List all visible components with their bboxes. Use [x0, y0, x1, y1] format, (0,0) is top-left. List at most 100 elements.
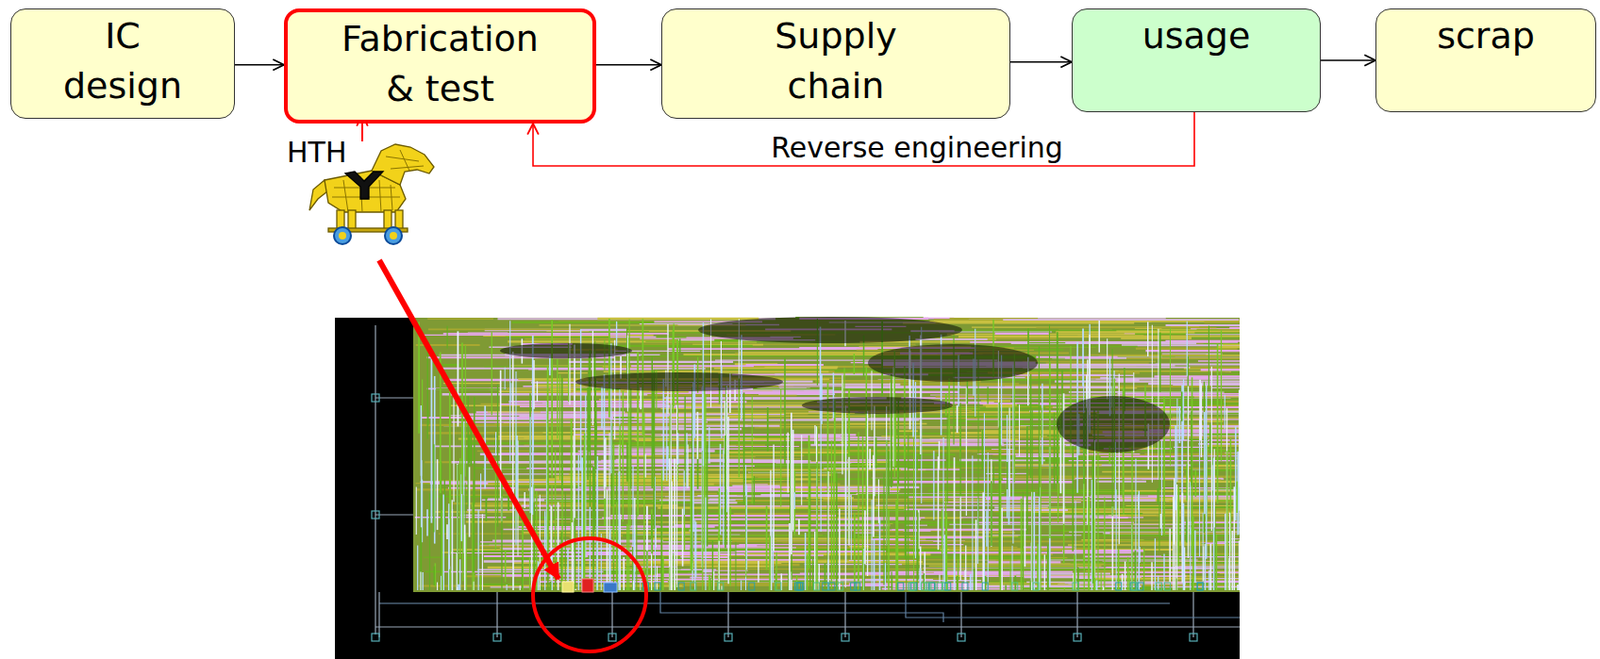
- layout-wire: [768, 535, 771, 591]
- std-cell: [962, 583, 968, 591]
- std-cell: [690, 583, 697, 591]
- layout-wire: [630, 388, 632, 489]
- layout-wire: [1041, 408, 1043, 438]
- layout-wire: [933, 450, 934, 520]
- layout-wire: [716, 568, 984, 570]
- layout-wire: [937, 456, 940, 550]
- layout-wire: [717, 540, 966, 542]
- layout-wire: [1236, 584, 1239, 591]
- layout-wire: [1060, 428, 1063, 494]
- pointer-arrow: [379, 260, 559, 580]
- layout-wire: [757, 561, 759, 584]
- layout-wire: [600, 386, 603, 430]
- io-pad: [1073, 633, 1082, 642]
- layout-wire: [849, 560, 917, 562]
- layout-wire: [533, 360, 534, 410]
- layout-wire: [966, 381, 968, 405]
- std-cell: [1197, 583, 1203, 591]
- layout-wire: [589, 507, 591, 591]
- layout-wire: [1041, 383, 1043, 466]
- io-pad: [841, 633, 850, 642]
- layout-wire: [982, 492, 984, 591]
- layout-wire: [879, 517, 882, 591]
- layout-wire: [581, 457, 584, 591]
- layout-wire: [1030, 374, 1032, 479]
- layout-wire: [990, 534, 1082, 536]
- layout-wire: [1175, 578, 1177, 591]
- horse-wheel-hub: [338, 232, 347, 240]
- layout-wire: [975, 519, 978, 591]
- layout-wire: [853, 353, 855, 375]
- layout-wire: [483, 366, 603, 367]
- layout-wire: [1004, 584, 1006, 591]
- layout-wire: [947, 416, 949, 504]
- layout-wire: [744, 553, 932, 556]
- layout-wire: [841, 375, 843, 475]
- layout-wire: [679, 338, 682, 353]
- layout-wire: [1216, 534, 1217, 591]
- layout-wire: [450, 479, 451, 556]
- io-pads: [371, 394, 1198, 642]
- layout-wire: [682, 509, 684, 567]
- layout-wire: [995, 333, 1050, 335]
- layout-wire: [808, 435, 811, 569]
- std-cell: [908, 583, 915, 591]
- layout-wire: [717, 532, 719, 591]
- layout-wire: [947, 333, 1145, 336]
- layout-wire: [916, 456, 917, 472]
- std-cell: [929, 583, 935, 591]
- layout-wire: [868, 449, 871, 470]
- layout-wire: [1192, 516, 1195, 591]
- layout-wire: [976, 532, 1016, 534]
- io-pad: [371, 511, 380, 519]
- layout-wire: [1057, 583, 1240, 584]
- layout-wire: [720, 585, 722, 591]
- std-cell: [925, 583, 932, 591]
- std-cell: [898, 583, 904, 591]
- layout-wire: [574, 589, 577, 591]
- layout-wire: [953, 457, 956, 591]
- layout-wire: [660, 506, 663, 591]
- layout-wire: [1159, 333, 1162, 393]
- stage-label: IC design: [51, 9, 194, 112]
- layout-wire: [701, 450, 703, 591]
- layout-wire: [646, 506, 649, 591]
- layout-wire: [990, 459, 992, 548]
- layout-wire: [893, 481, 1074, 484]
- layout-wire: [556, 359, 558, 439]
- layout-wire: [722, 425, 780, 428]
- layout-wire: [1002, 318, 1239, 321]
- layout-wire: [449, 569, 451, 591]
- layout-wire: [1049, 361, 1050, 539]
- layout-wire: [485, 498, 488, 522]
- io-wire: [379, 602, 1170, 604]
- layout-wire: [1012, 365, 1014, 545]
- layout-wire: [645, 453, 647, 478]
- layout-wire: [1049, 529, 1240, 532]
- layout-wire: [864, 511, 867, 566]
- dense-region: [500, 343, 633, 359]
- layout-wire: [1173, 478, 1175, 545]
- layout-wire: [1194, 530, 1197, 584]
- layout-wire: [806, 497, 854, 500]
- layout-wire: [1176, 399, 1178, 484]
- layout-wire: [953, 523, 955, 591]
- layout-wire: [646, 561, 923, 564]
- trojan-label: HTH: [286, 136, 347, 169]
- layout-wire: [941, 509, 944, 555]
- layout-wire: [661, 470, 663, 591]
- layout-wire: [588, 331, 650, 333]
- std-cell: [796, 583, 802, 591]
- layout-wire: [676, 405, 678, 588]
- layout-wire: [639, 580, 641, 591]
- layout-wire: [456, 464, 459, 591]
- layout-wire: [887, 510, 890, 591]
- layout-wire: [416, 545, 418, 591]
- layout-wire: [521, 557, 523, 591]
- layout-wire: [447, 326, 449, 350]
- layout-wire: [490, 586, 532, 588]
- layout-wire: [775, 462, 851, 464]
- layout-wire: [923, 573, 925, 591]
- layout-wire: [468, 466, 471, 537]
- layout-wire: [810, 444, 1091, 447]
